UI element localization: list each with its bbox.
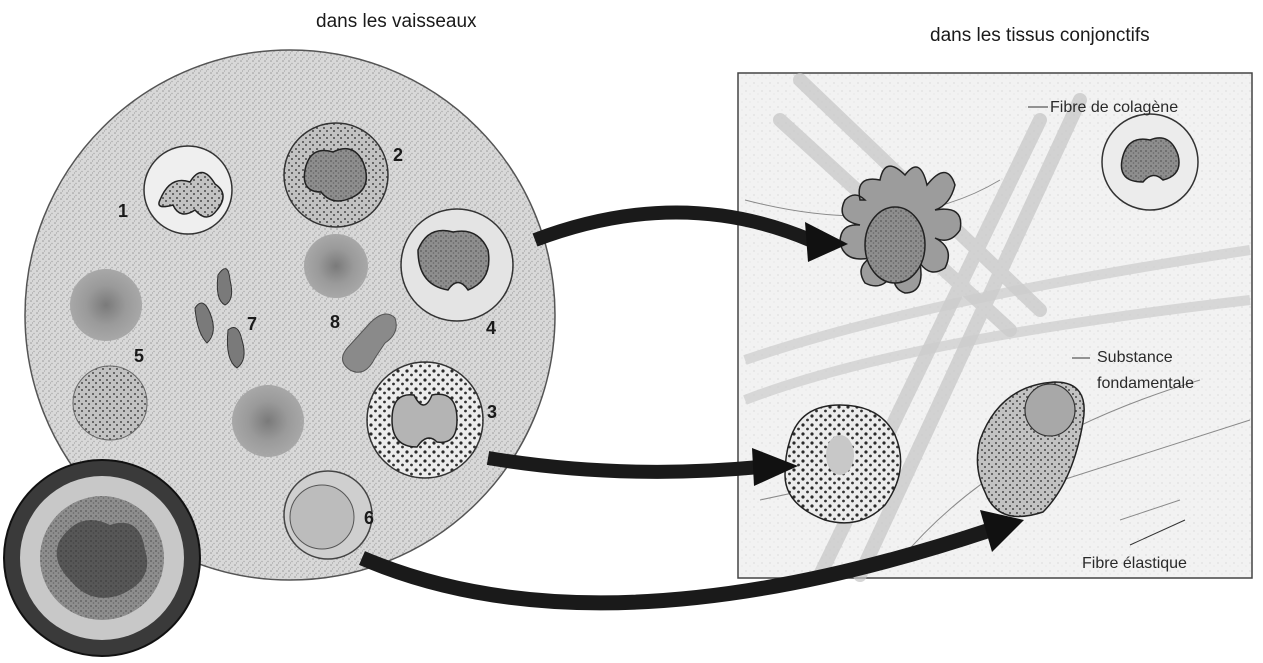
cell-number-6: 6: [364, 508, 374, 528]
cell-3-granulocyte: [367, 362, 483, 478]
cell-2-granulocyte: [284, 123, 388, 227]
heading-vessels: dans les vaisseaux: [316, 11, 477, 32]
cell-number-3: 3: [487, 402, 497, 422]
cell-number-2: 2: [393, 145, 403, 165]
cell-number-7: 7: [247, 314, 257, 334]
cell-number-5: 5: [134, 346, 144, 366]
heading-tissues: dans les tissus conjonctifs: [930, 25, 1150, 46]
cell-number-4: 4: [486, 318, 496, 338]
cell-number-1: 1: [118, 201, 128, 221]
cell-number-8: 8: [330, 312, 340, 332]
cell-6-lymphocyte: [284, 471, 372, 559]
cell-1-neutrophil: [144, 146, 232, 234]
cell-8-red-blood-cell: [304, 234, 368, 298]
label-elastic-fibre: Fibre élastique: [1082, 555, 1187, 572]
label-ground-substance-1: Substance: [1097, 349, 1173, 366]
label-ground-substance-2: fondamentale: [1097, 375, 1194, 392]
label-collagen-fibre: Fibre de colagène: [1050, 99, 1178, 116]
connective-tissue-panel: Fibre de colagène Substance fondamentale…: [738, 73, 1252, 578]
inset-cell-micrograph: [4, 460, 200, 656]
red-blood-cell-center: [232, 385, 304, 457]
tissue-mast-cell: [785, 405, 901, 523]
cell-5-red-blood-cell-a: [70, 269, 142, 341]
cell-4-monocyte: [401, 209, 513, 321]
tissue-neutrophil: [1102, 114, 1198, 210]
arrow-basophil-to-mast-cell: [488, 458, 760, 472]
cell-5-red-blood-cell-b: [73, 366, 147, 440]
